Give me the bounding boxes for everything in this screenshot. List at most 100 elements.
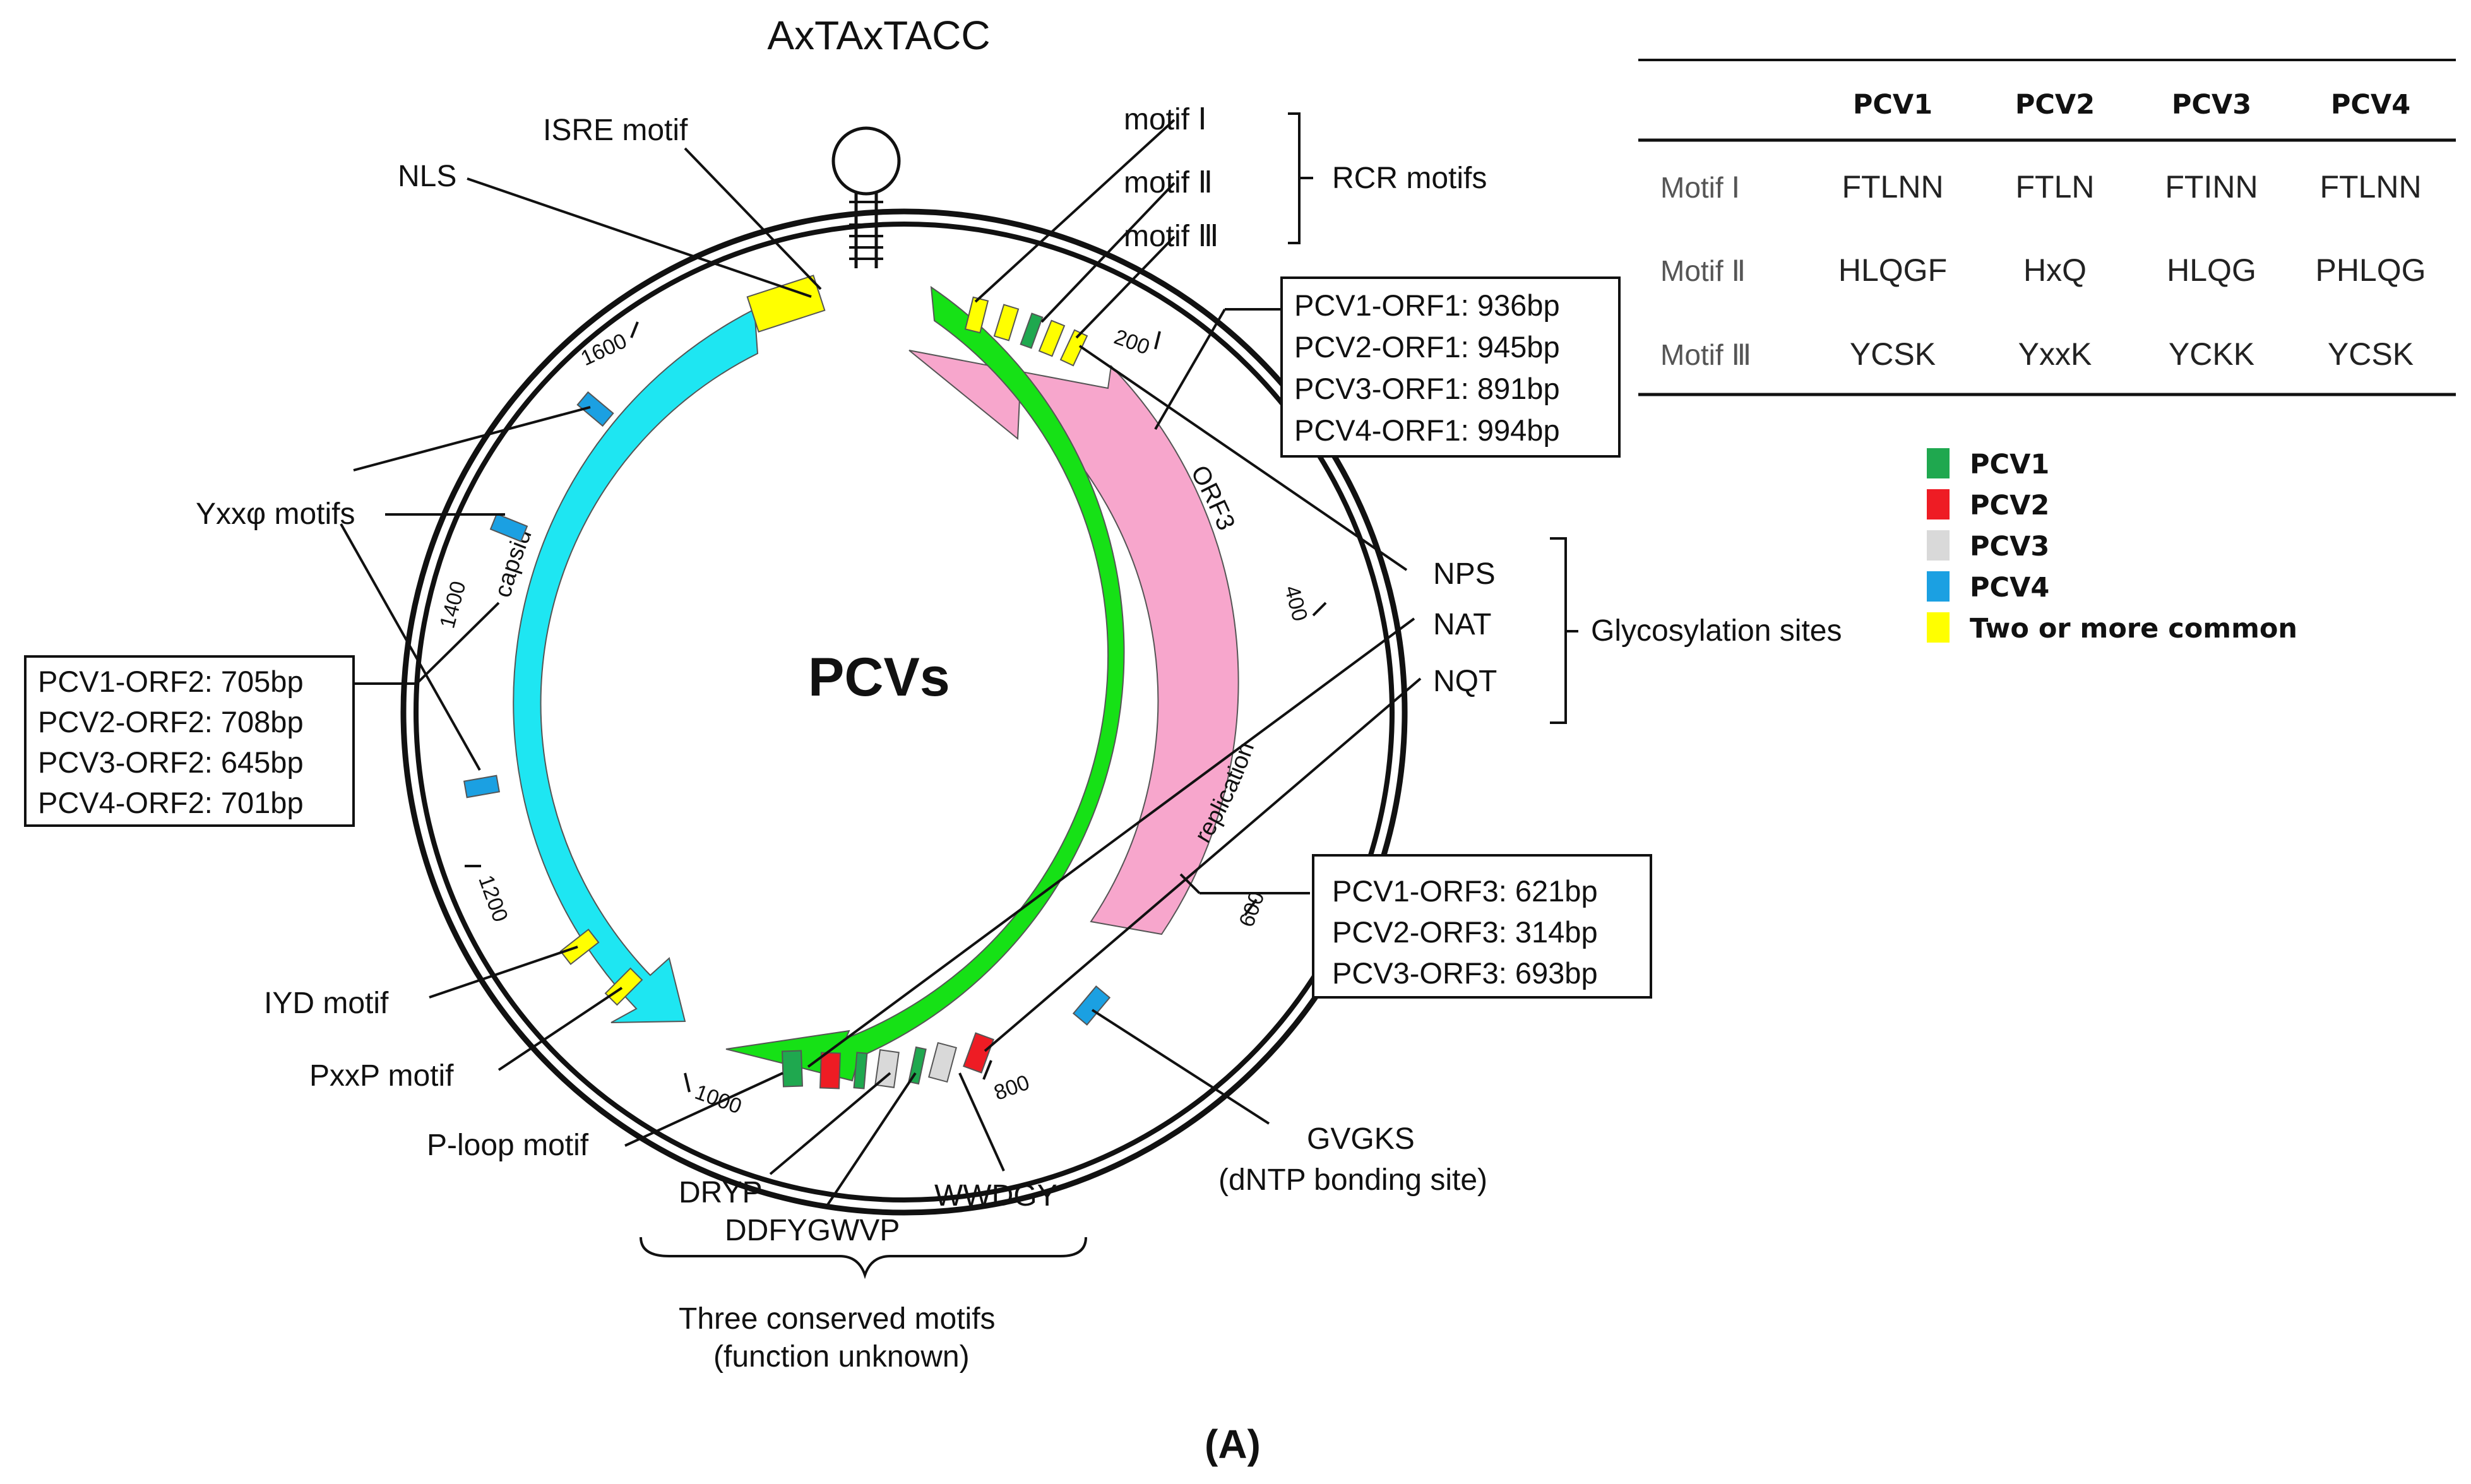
motif-block-pcv2-2: [819, 1052, 842, 1089]
orf2-line-2: PCV2-ORF2: 708bp: [38, 705, 304, 739]
legend-swatch-pcv2: [1927, 489, 1950, 519]
panel-label: (A): [1205, 1422, 1261, 1467]
iyd-motif-label: IYD motif: [264, 987, 389, 1020]
table-cell: YCSK: [1850, 336, 1936, 372]
pointer-lines: [340, 112, 1578, 1279]
motif-2-label: motif Ⅱ: [1124, 166, 1213, 199]
tick-1000: 1000: [692, 1080, 745, 1119]
orf2-line-1: PCV1-ORF2: 705bp: [38, 665, 304, 698]
nqt-label: NQT: [1433, 665, 1497, 698]
gvgks-sublabel: (dNTP bonding site): [1218, 1163, 1487, 1197]
tick-800: 800: [991, 1071, 1032, 1105]
orf2-line-3: PCV3-ORF2: 645bp: [38, 745, 304, 779]
legend-label-pcv4: PCV4: [1970, 572, 2049, 603]
table-header-pcv4: PCV4: [2331, 89, 2410, 121]
legend-swatch-pcv3: [1927, 530, 1950, 561]
table-cell: YxxK: [2018, 336, 2092, 372]
legend-swatch-common: [1927, 612, 1950, 643]
orf1-length-box: PCV1-ORF1: 936bp PCV2-ORF1: 945bp PCV3-O…: [1280, 276, 1621, 458]
motif-block-pcv2-1: [963, 1032, 994, 1074]
nps-label: NPS: [1433, 557, 1496, 591]
table-header-pcv2: PCV2: [2015, 89, 2095, 121]
three-motifs-label: Three conserved motifs: [679, 1302, 996, 1336]
table-cell: FTLNN: [1842, 169, 1943, 205]
gvgks-label: GVGKS: [1307, 1122, 1415, 1156]
table-cell: PHLQG: [2315, 252, 2426, 288]
ddfygwvp-label: DDFYGWVP: [725, 1214, 900, 1247]
wwdgy-label: WWDGY: [934, 1179, 1057, 1213]
motif-block-yellow-isre: [746, 275, 826, 333]
capsid-arc: [513, 308, 759, 1023]
motif-1-label: motif Ⅰ: [1124, 103, 1207, 136]
orf3-line-1: PCV1-ORF3: 621bp: [1332, 874, 1598, 908]
table-header-pcv3: PCV3: [2172, 89, 2251, 121]
table-cell: FTLNN: [2319, 169, 2421, 205]
tick-1600: 1600: [577, 329, 631, 371]
genome-circle: [400, 208, 1408, 1216]
tick-400: 400: [1280, 583, 1312, 624]
tick-1200: 1200: [473, 872, 513, 925]
hairpin-sequence: AxTAxTACC: [767, 13, 990, 58]
table-cell: HxQ: [2023, 252, 2087, 288]
legend-swatch-pcv1: [1927, 448, 1950, 478]
motif-block-yellow-3: [1038, 319, 1066, 357]
center-title: PCVs: [808, 647, 950, 708]
nat-label: NAT: [1433, 608, 1491, 641]
motif-block-pcv1-4: [781, 1050, 804, 1088]
table-row-label-motif3: Motif Ⅲ: [1660, 338, 1751, 371]
rcr-motifs-label: RCR motifs: [1332, 162, 1487, 195]
isre-motif-label: ISRE motif: [543, 114, 688, 147]
table-row-label-motif2: Motif Ⅱ: [1660, 254, 1746, 287]
legend-swatch-pcv4: [1927, 571, 1950, 602]
motif-block-pcv1-3: [853, 1052, 868, 1089]
motif-block-pcv4-gvgks: [1072, 985, 1111, 1026]
pxxp-motif-label: PxxP motif: [309, 1059, 454, 1093]
motif-block-pcv3-1: [928, 1042, 957, 1083]
motif-block-pcv4-cap-1: [576, 391, 614, 427]
legend-label-pcv2: PCV2: [1970, 490, 2049, 521]
orf3-line-2: PCV2-ORF3: 314bp: [1332, 915, 1598, 949]
legend: PCV1 PCV2 PCV3 PCV4 Two or more common: [1927, 448, 2297, 644]
legend-label-pcv3: PCV3: [1970, 531, 2049, 562]
nls-label: NLS: [398, 160, 456, 193]
motif-block-pcv3-2: [874, 1049, 900, 1088]
tick-1400: 1400: [435, 579, 470, 631]
hairpin-stem-loop: [831, 126, 901, 268]
table-row-label-motif1: Motif Ⅰ: [1660, 171, 1740, 204]
table-cell: FTLN: [2016, 169, 2095, 205]
orf3-arc: [908, 350, 1239, 935]
orf1-line-3: PCV3-ORF1: 891bp: [1294, 372, 1560, 405]
orf1-line-4: PCV4-ORF1: 994bp: [1294, 413, 1560, 447]
motif-3-label: motif Ⅲ: [1124, 220, 1218, 253]
three-motifs-sublabel: (function unknown): [713, 1340, 970, 1374]
legend-label-pcv1: PCV1: [1970, 449, 2049, 480]
orf3-line-3: PCV3-ORF3: 693bp: [1332, 956, 1598, 990]
motif-block-yellow-iyd: [559, 929, 600, 965]
glycosylation-label: Glycosylation sites: [1591, 614, 1842, 648]
motif-block-pcv4-cap-3: [463, 775, 501, 798]
motif-block-yellow-1: [964, 296, 989, 334]
motif-block-pcv4-cap-2: [489, 513, 528, 543]
orf1-line-2: PCV2-ORF1: 945bp: [1294, 330, 1560, 364]
motif-block-pcv1-1: [1020, 312, 1044, 349]
table-cell: HLQG: [2167, 252, 2256, 288]
tick-600: 600: [1234, 888, 1269, 930]
table-header-pcv1: PCV1: [1853, 89, 1932, 121]
motif-block-yellow-pxxp: [604, 967, 643, 1006]
motif-block-yellow-2: [993, 304, 1020, 341]
ploop-motif-label: P-loop motif: [427, 1129, 589, 1162]
table-cell: YCSK: [2328, 336, 2414, 372]
position-ticks: [441, 321, 1327, 1093]
dryp-label: DRYP: [679, 1176, 763, 1209]
orf2-length-box: PCV1-ORF2: 705bp PCV2-ORF2: 708bp PCV3-O…: [24, 655, 355, 827]
table-cell: HLQGF: [1838, 252, 1947, 288]
tick-200: 200: [1111, 325, 1153, 360]
yxx-motifs-label: Yxxφ motifs: [196, 497, 355, 531]
orf3-length-box: PCV1-ORF3: 621bp PCV2-ORF3: 314bp PCV3-O…: [1312, 854, 1652, 999]
table-cell: YCKK: [2169, 336, 2254, 372]
orf2-line-4: PCV4-ORF2: 701bp: [38, 786, 304, 819]
motif-table: PCV1 PCV2 PCV3 PCV4 Motif Ⅰ FTLNN FTLN F…: [1638, 59, 2456, 396]
table-cell: FTINN: [2165, 169, 2258, 205]
orf1-line-1: PCV1-ORF1: 936bp: [1294, 288, 1560, 322]
legend-label-common: Two or more common: [1970, 613, 2297, 644]
